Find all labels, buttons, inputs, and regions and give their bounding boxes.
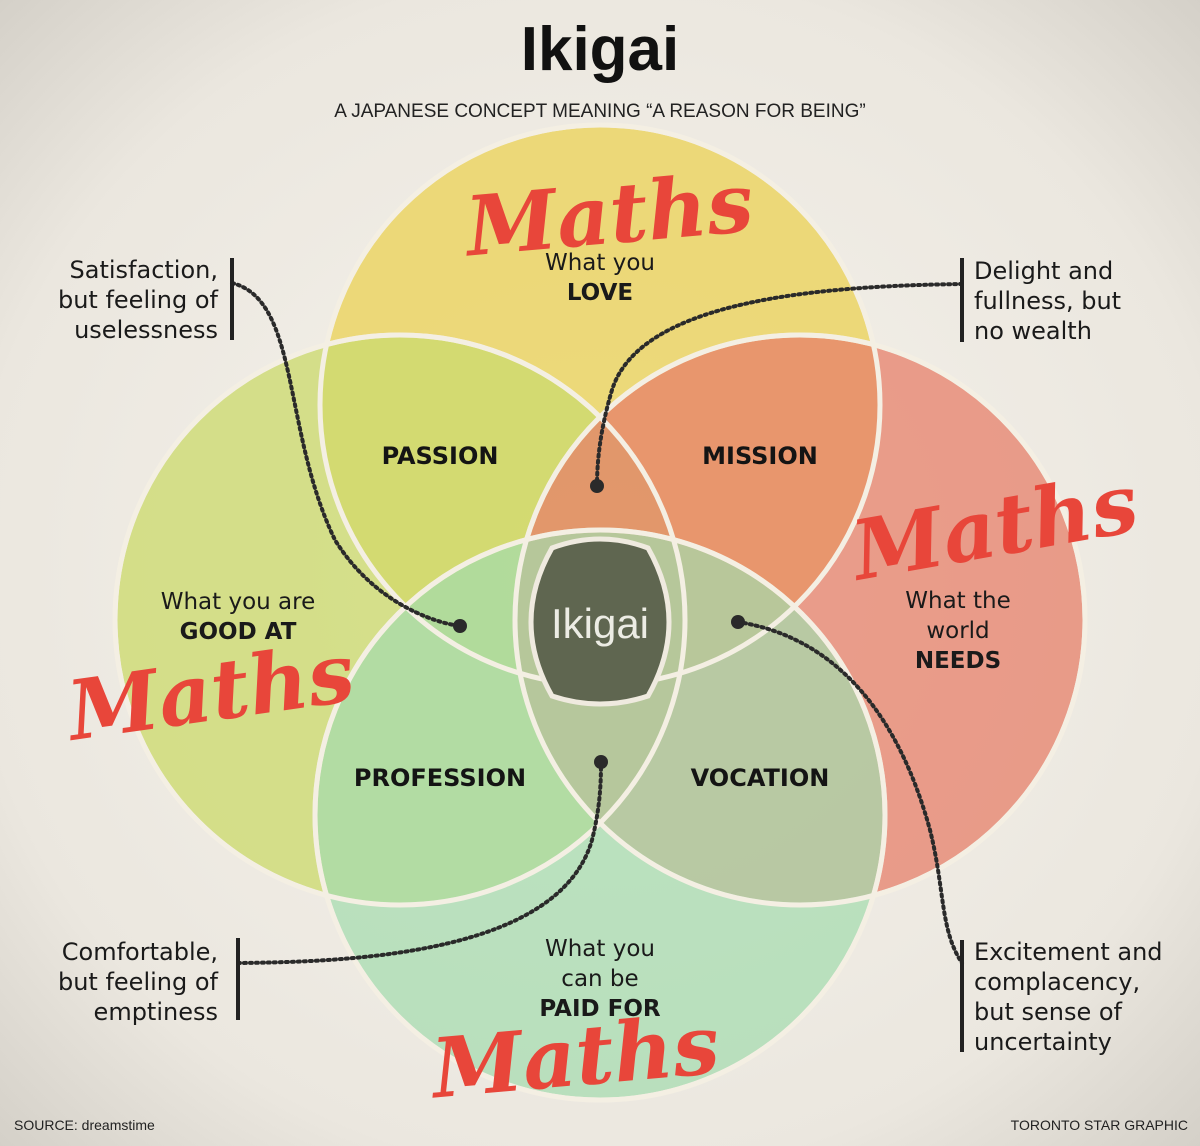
good-at-label-line1: What you are (161, 589, 316, 615)
circle-needs-outline (512, 332, 1088, 908)
good-at-label-line2: GOOD AT (180, 619, 297, 645)
needs-label-line3: NEEDS (915, 648, 1001, 674)
connector-top-right (595, 282, 964, 488)
overlap-vocation: VOCATION (691, 764, 830, 792)
paid-label-line3: PAID FOR (539, 996, 660, 1022)
connector-top-left (230, 281, 462, 628)
overlap-mission: MISSION (702, 442, 818, 470)
page-subtitle: A JAPANESE CONCEPT MEANING “A REASON FOR… (334, 101, 865, 122)
circle-labels: What you LOVE What you are GOOD AT What … (161, 250, 1011, 1022)
page-title: Ikigai (521, 15, 680, 84)
callout-bottom-left-line1: Comfortable, (62, 938, 218, 966)
callout-top-right-line1: Delight and (974, 257, 1113, 285)
overlap-passion: PASSION (382, 442, 499, 470)
callout-top-left-line2: but feeling of (58, 286, 219, 314)
center-label: Ikigai (551, 600, 649, 647)
needs-label-line1: What the (905, 588, 1011, 614)
connector-dot-bottom-left (594, 755, 608, 769)
callout-texts: Satisfaction, but feeling of uselessness… (58, 256, 1163, 1056)
handwritten-overlays: Maths Maths Maths Maths (59, 155, 1145, 1118)
callout-top-left-line3: uselessness (74, 316, 218, 344)
connector-bottom-left (236, 760, 603, 965)
circles (112, 122, 1088, 1103)
center-ikigai-shape (528, 536, 672, 707)
callout-bottom-right-line4: uncertainty (974, 1028, 1112, 1056)
callout-top-right-line3: no wealth (974, 317, 1092, 345)
callout-bottom-left-line3: emptiness (94, 998, 218, 1026)
callout-top-left-line1: Satisfaction, (70, 256, 218, 284)
connector-dots (453, 479, 745, 769)
circle-paid-for-outline (312, 527, 888, 1103)
callout-bottom-right-line1: Excitement and (974, 938, 1163, 966)
footer-source: SOURCE: dreamstime (14, 1117, 155, 1133)
needs-label-line2: world (926, 618, 989, 644)
callout-brackets (230, 258, 964, 1052)
footer-credit: TORONTO STAR GRAPHIC (1011, 1117, 1188, 1133)
connector-bottom-right (736, 620, 964, 965)
paid-label-line1: What you (545, 936, 655, 962)
circle-good-at-outline (112, 332, 688, 908)
connector-lines (230, 281, 964, 965)
overlap-labels: PASSION MISSION PROFESSION VOCATION (354, 442, 829, 792)
paid-label-line2: can be (561, 966, 638, 992)
love-label-line2: LOVE (567, 280, 633, 306)
connector-dot-top-right (590, 479, 604, 493)
callout-bottom-right-line2: complacency, (974, 968, 1140, 996)
connector-dot-bottom-right (731, 615, 745, 629)
connector-dot-top-left (453, 619, 467, 633)
callout-top-right-line2: fullness, but (974, 287, 1121, 315)
callout-bottom-left-line2: but feeling of (58, 968, 219, 996)
love-label-line1: What you (545, 250, 655, 276)
callout-bottom-right-line3: but sense of (974, 998, 1123, 1026)
overlap-profession: PROFESSION (354, 764, 526, 792)
